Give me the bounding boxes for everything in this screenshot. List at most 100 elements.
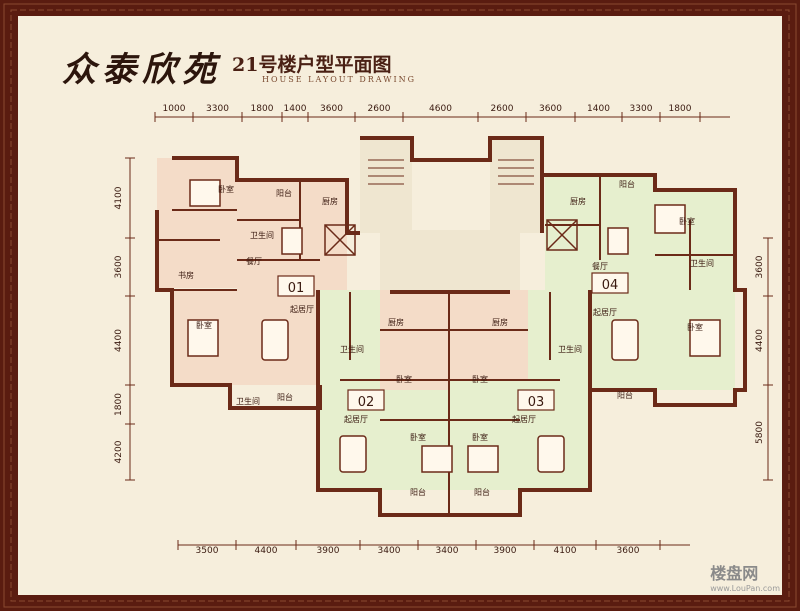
room-label-bedroom: 卧室 — [410, 432, 426, 442]
plan-title: 21号楼户型平面图 — [232, 54, 392, 76]
unit-03-area — [528, 290, 590, 385]
dim-left-label: 4100 — [114, 186, 124, 209]
room-label-balcony: 阳台 — [276, 188, 292, 198]
dim-bottom-label: 3900 — [494, 546, 517, 556]
room-label-living: 起居厅 — [593, 308, 617, 317]
dim-bottom-label: 3600 — [617, 546, 640, 556]
central-void — [412, 160, 490, 225]
dim-top-label: 2600 — [368, 104, 391, 114]
unit-02-area — [380, 290, 450, 390]
stairs — [368, 159, 534, 185]
room-label-bedroom: 卧室 — [396, 374, 412, 384]
room-label-bedroom: 卧室 — [472, 374, 488, 384]
unit-label-box — [591, 272, 629, 294]
project-title: 众泰欣苑 — [62, 50, 222, 90]
unit-label-box — [347, 389, 385, 411]
dim-top-label: 1800 — [669, 104, 692, 114]
bed-04 — [689, 319, 721, 357]
dim-right-label: 4400 — [755, 329, 765, 352]
living-sofa-01 — [261, 319, 289, 361]
dimension-lines — [129, 116, 769, 546]
dim-left-label: 4200 — [114, 440, 124, 463]
plan-title-english: HOUSE LAYOUT DRAWING — [262, 75, 417, 84]
dim-top-label: 1400 — [284, 104, 307, 114]
stair-core-right — [490, 138, 542, 233]
dim-bottom-label: 3400 — [378, 546, 401, 556]
bottom-dimension-ticks: 3500 4400 3900 3400 3400 3900 4100 3600 — [177, 540, 661, 556]
dim-bottom-label: 3500 — [196, 546, 219, 556]
room-label-bedroom: 卧室 — [472, 432, 488, 442]
unit-label-02: 02 — [358, 395, 375, 410]
room-label-kitchen: 厨房 — [322, 196, 338, 206]
dim-left-label: 1800 — [114, 393, 124, 416]
dining-table-01 — [281, 227, 303, 255]
dim-left-label: 3600 — [114, 255, 124, 278]
watermark: 楼盘网 www.LouPan.com — [710, 560, 780, 593]
unit-02-area — [318, 290, 390, 380]
dim-top-label: 3600 — [539, 104, 562, 114]
bed-04-north — [654, 204, 686, 234]
elevator-right — [546, 219, 578, 251]
room-label-study: 书房 — [178, 270, 194, 280]
room-label-balcony: 阳台 — [619, 179, 635, 189]
dim-right-label: 5800 — [755, 421, 765, 444]
corridor — [380, 230, 520, 290]
room-label-balcony: 阳台 — [410, 487, 426, 497]
furniture — [187, 179, 721, 473]
room-label-bath: 卫生间 — [250, 230, 274, 240]
bed-02 — [421, 445, 453, 473]
room-label-bath: 卫生间 — [340, 344, 364, 354]
room-label-balcony: 阳台 — [277, 392, 293, 402]
dim-top-label: 3300 — [630, 104, 653, 114]
dim-right-label: 3600 — [755, 255, 765, 278]
unit-label-01: 01 — [288, 281, 305, 296]
dim-top-label: 1000 — [163, 104, 186, 114]
room-label-living: 起居厅 — [512, 415, 536, 424]
watermark-url: www.LouPan.com — [710, 584, 780, 593]
bed-01 — [187, 319, 219, 357]
dim-bottom-label: 4400 — [255, 546, 278, 556]
unit-03-area — [450, 290, 528, 390]
stair-core-left — [360, 138, 412, 233]
living-sofa-02 — [339, 435, 367, 473]
room-label-balcony: 阳台 — [474, 487, 490, 497]
room-label-bath: 卫生间 — [558, 344, 582, 354]
dim-top-label: 1800 — [251, 104, 274, 114]
room-label-balcony: 阳台 — [617, 390, 633, 400]
room-label-kitchen: 厨房 — [570, 196, 586, 206]
dim-bottom-label: 4100 — [554, 546, 577, 556]
room-label-dining: 餐厅 — [592, 262, 608, 271]
unit-label-04: 04 — [602, 278, 619, 293]
unit-label-box — [277, 275, 315, 297]
unit-01-area — [157, 158, 237, 288]
dim-top-label: 4600 — [429, 104, 452, 114]
room-label-bedroom: 卧室 — [196, 320, 212, 330]
room-label-bath: 卫生间 — [690, 258, 714, 268]
living-sofa-04 — [611, 319, 639, 361]
room-label-bedroom: 卧室 — [218, 184, 234, 194]
unit-label-03: 03 — [528, 395, 545, 410]
room-label-kitchen: 厨房 — [388, 317, 404, 327]
top-dimension-ticks: 1000 3300 1800 1400 3600 2600 4600 2600 3600 1400… — [154, 104, 701, 122]
room-label-living: 起居厅 — [290, 305, 314, 314]
unit-label-box — [517, 389, 555, 411]
room-label-dining: 餐厅 — [246, 257, 262, 266]
dim-top-label: 2600 — [491, 104, 514, 114]
living-sofa-03 — [537, 435, 565, 473]
dim-top-label: 3300 — [206, 104, 229, 114]
elevators — [324, 219, 578, 256]
room-label-bedroom: 卧室 — [687, 322, 703, 332]
right-dimension-ticks: 3600 4400 5800 — [755, 237, 773, 481]
bed-01-north — [189, 179, 221, 207]
room-label-bedroom: 卧室 — [679, 216, 695, 226]
dim-bottom-label: 3900 — [317, 546, 340, 556]
room-label-kitchen: 厨房 — [492, 317, 508, 327]
bed-03 — [467, 445, 499, 473]
dim-top-label: 1400 — [587, 104, 610, 114]
dim-top-label: 3600 — [320, 104, 343, 114]
room-label-bath: 卫生间 — [236, 396, 260, 406]
dining-table-04 — [607, 227, 629, 255]
interior-walls — [157, 175, 735, 515]
dim-bottom-label: 3400 — [436, 546, 459, 556]
